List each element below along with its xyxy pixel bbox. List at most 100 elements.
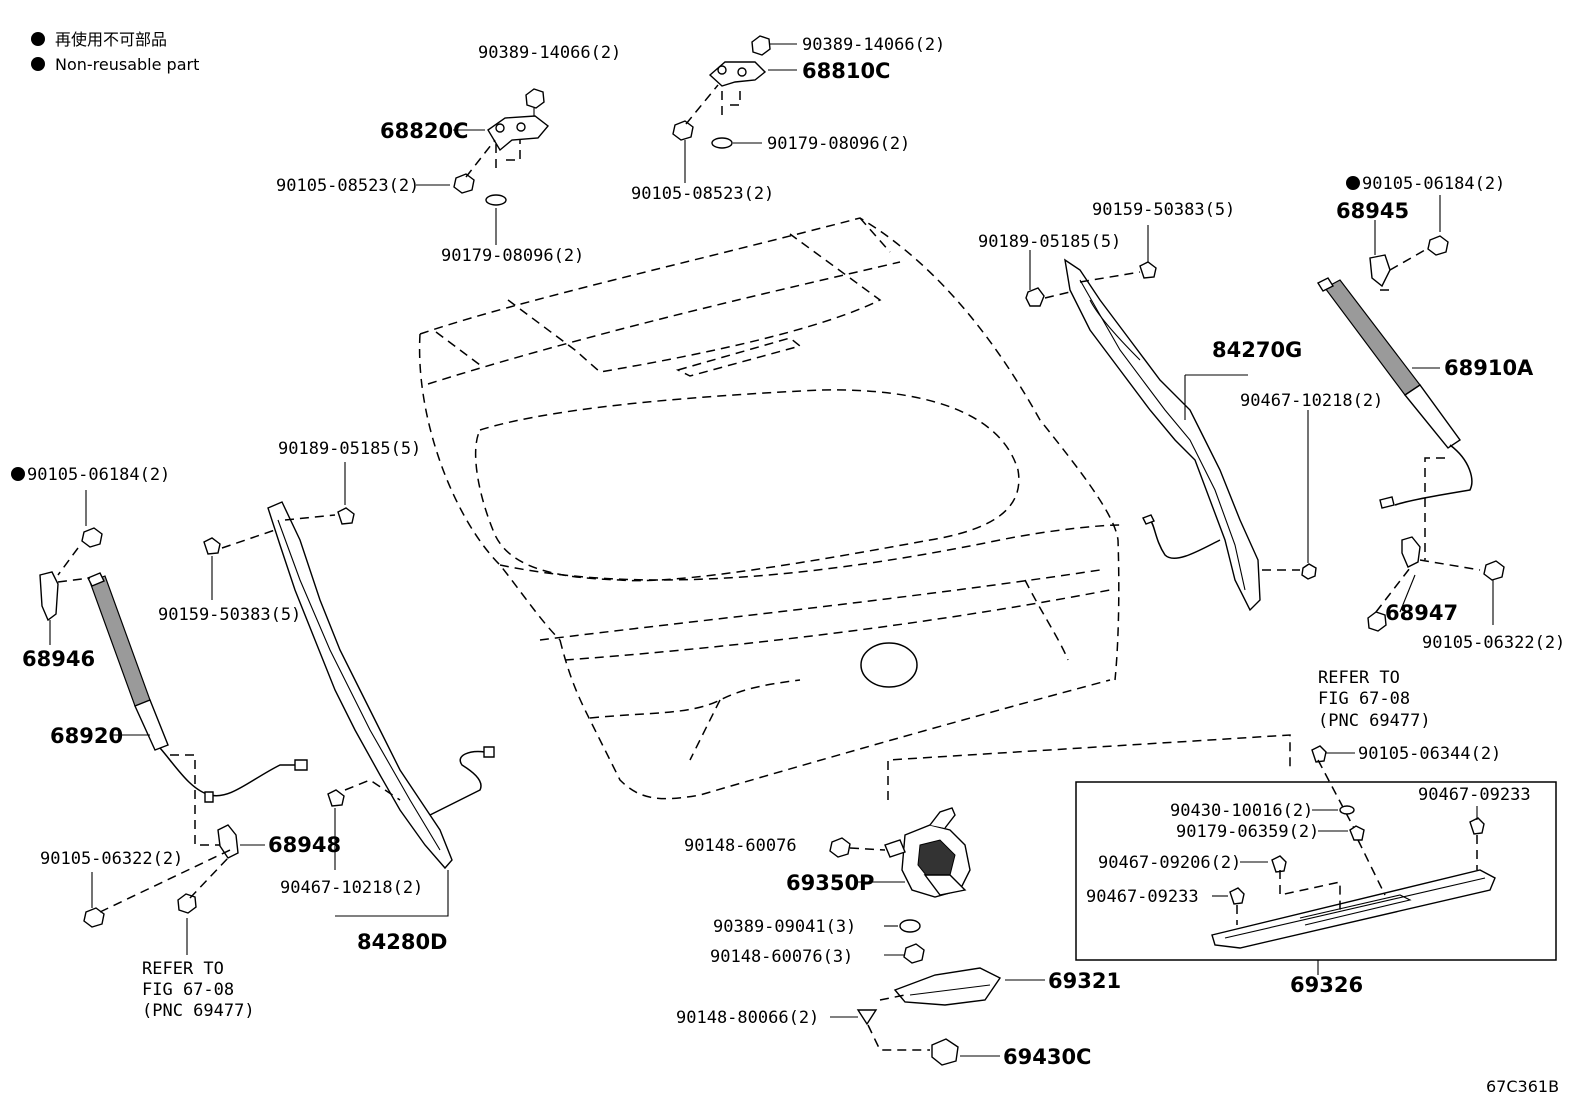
bolt-icon	[81, 527, 103, 548]
washer-icon	[899, 919, 921, 933]
harness-84280d-group	[203, 462, 495, 917]
nut-icon	[1367, 611, 1387, 632]
label-90105-06322-right: 90105-06322(2)	[1422, 633, 1565, 653]
strut-68910a	[1324, 279, 1421, 396]
label-90467-09206: 90467-09206(2)	[1098, 853, 1241, 873]
bracket-68946	[39, 571, 59, 622]
non-reusable-dot-icon	[31, 32, 45, 46]
label-69321: 69321	[1048, 969, 1121, 993]
bracket-68948	[217, 824, 239, 859]
washer-icon	[1339, 805, 1355, 815]
assembly-box	[1075, 781, 1557, 961]
nut-icon	[525, 88, 545, 109]
label-68947: 68947	[1385, 601, 1458, 625]
strut-68920	[89, 575, 151, 707]
label-90148-60076: 90148-60076	[684, 836, 797, 856]
hinge-68820c	[487, 115, 550, 152]
bracket-68947	[1401, 536, 1421, 568]
label-90105-06344: 90105-06344(2)	[1358, 744, 1501, 764]
bolt-icon	[1139, 261, 1157, 279]
non-reusable-dot-icon	[31, 57, 45, 71]
handle-69321	[893, 967, 1002, 1006]
strut-68910a-group	[1316, 195, 1505, 632]
bolt-icon	[203, 537, 221, 555]
legend-jp: 再使用不可部品	[55, 30, 167, 49]
washer-icon	[485, 194, 507, 206]
bolt-icon	[1301, 563, 1317, 580]
bolt-icon	[672, 120, 694, 141]
hinge-68820c-group	[416, 88, 550, 245]
bolt-icon	[1271, 855, 1287, 873]
figure-id: 67C361B	[1486, 1077, 1559, 1096]
refer-right-line2: FIG 67-08	[1318, 689, 1410, 709]
strut-68920-group	[39, 490, 308, 955]
refer-right-line3: (PNC 69477)	[1318, 711, 1431, 731]
bolt-icon	[1311, 745, 1327, 763]
refer-left-line2: FIG 67-08	[142, 980, 234, 1000]
clip-icon	[337, 507, 355, 525]
bolt-icon	[1229, 887, 1245, 905]
bolt-icon	[1427, 235, 1449, 256]
nut-icon	[177, 893, 197, 914]
refer-left-line3: (PNC 69477)	[142, 1001, 255, 1021]
nut-icon	[751, 35, 771, 56]
bolt-icon	[903, 943, 925, 964]
latch-69350p-group	[829, 734, 1291, 964]
label-68945: 68945	[1336, 199, 1409, 223]
legend: 再使用不可部品 Non-reusable part	[31, 30, 199, 74]
label-90179-08096-right: 90179-08096(2)	[767, 134, 910, 154]
non-reusable-dot-icon	[11, 467, 25, 481]
emblem-icon	[860, 642, 918, 688]
label-90467-09233-left: 90467-09233	[1086, 887, 1199, 907]
label-90159-50383-left: 90159-50383(5)	[158, 605, 301, 625]
refer-right-line1: REFER TO	[1318, 668, 1400, 688]
bolt-icon	[1483, 560, 1505, 581]
label-90105-06184-left: 90105-06184(2)	[27, 465, 170, 485]
label-84280d: 84280D	[357, 930, 448, 954]
label-69350p: 69350P	[786, 871, 874, 895]
label-90105-06322-left: 90105-06322(2)	[40, 849, 183, 869]
legend-en: Non-reusable part	[55, 55, 199, 74]
label-90105-08523-left: 90105-08523(2)	[276, 176, 419, 196]
label-90179-08096-left: 90179-08096(2)	[441, 246, 584, 266]
harness-84270g-group	[1025, 225, 1317, 612]
switch-69430c	[931, 1038, 959, 1066]
harness-84280d	[267, 501, 453, 870]
part-labels: 90389-14066(2) 68820C 90105-08523(2) 901…	[11, 35, 1565, 1096]
label-90389-14066-left: 90389-14066(2)	[478, 43, 621, 63]
back-door-panel	[418, 217, 1121, 800]
clip-icon	[1349, 825, 1365, 841]
label-90148-80066: 90148-80066(2)	[676, 1008, 819, 1028]
label-68910a: 68910A	[1444, 356, 1534, 380]
label-90467-09233-right: 90467-09233	[1418, 785, 1531, 805]
label-90159-50383-right: 90159-50383(5)	[1092, 200, 1235, 220]
label-68820c: 68820C	[380, 119, 468, 143]
harness-84270g	[1064, 258, 1261, 612]
label-90148-60076-3: 90148-60076(3)	[710, 947, 853, 967]
label-90430-10016: 90430-10016(2)	[1170, 801, 1313, 821]
bolt-icon	[83, 907, 105, 928]
label-68948: 68948	[268, 833, 341, 857]
hinge-68810c-group	[672, 35, 797, 183]
handle-69321-group	[830, 967, 1045, 1066]
label-90179-06359: 90179-06359(2)	[1176, 822, 1319, 842]
bracket-68945	[1369, 254, 1391, 288]
light-box-69326	[1075, 745, 1557, 975]
refer-left-line1: REFER TO	[142, 959, 224, 979]
label-84270g: 84270G	[1212, 338, 1302, 362]
bolt-icon	[327, 789, 345, 807]
label-69326: 69326	[1290, 973, 1363, 997]
label-69430c: 69430C	[1003, 1045, 1091, 1069]
garnish-69326	[1211, 869, 1496, 949]
label-68946: 68946	[22, 647, 95, 671]
washer-icon	[711, 137, 733, 149]
label-68920: 68920	[50, 724, 123, 748]
label-90389-09041: 90389-09041(3)	[713, 917, 856, 937]
bolt-icon	[453, 173, 475, 194]
bolt-icon	[1469, 817, 1485, 835]
non-reusable-dot-icon	[1346, 176, 1360, 190]
label-90105-06184-right: 90105-06184(2)	[1362, 174, 1505, 194]
label-90467-10218-right: 90467-10218(2)	[1240, 391, 1383, 411]
screw-icon	[856, 1009, 878, 1026]
